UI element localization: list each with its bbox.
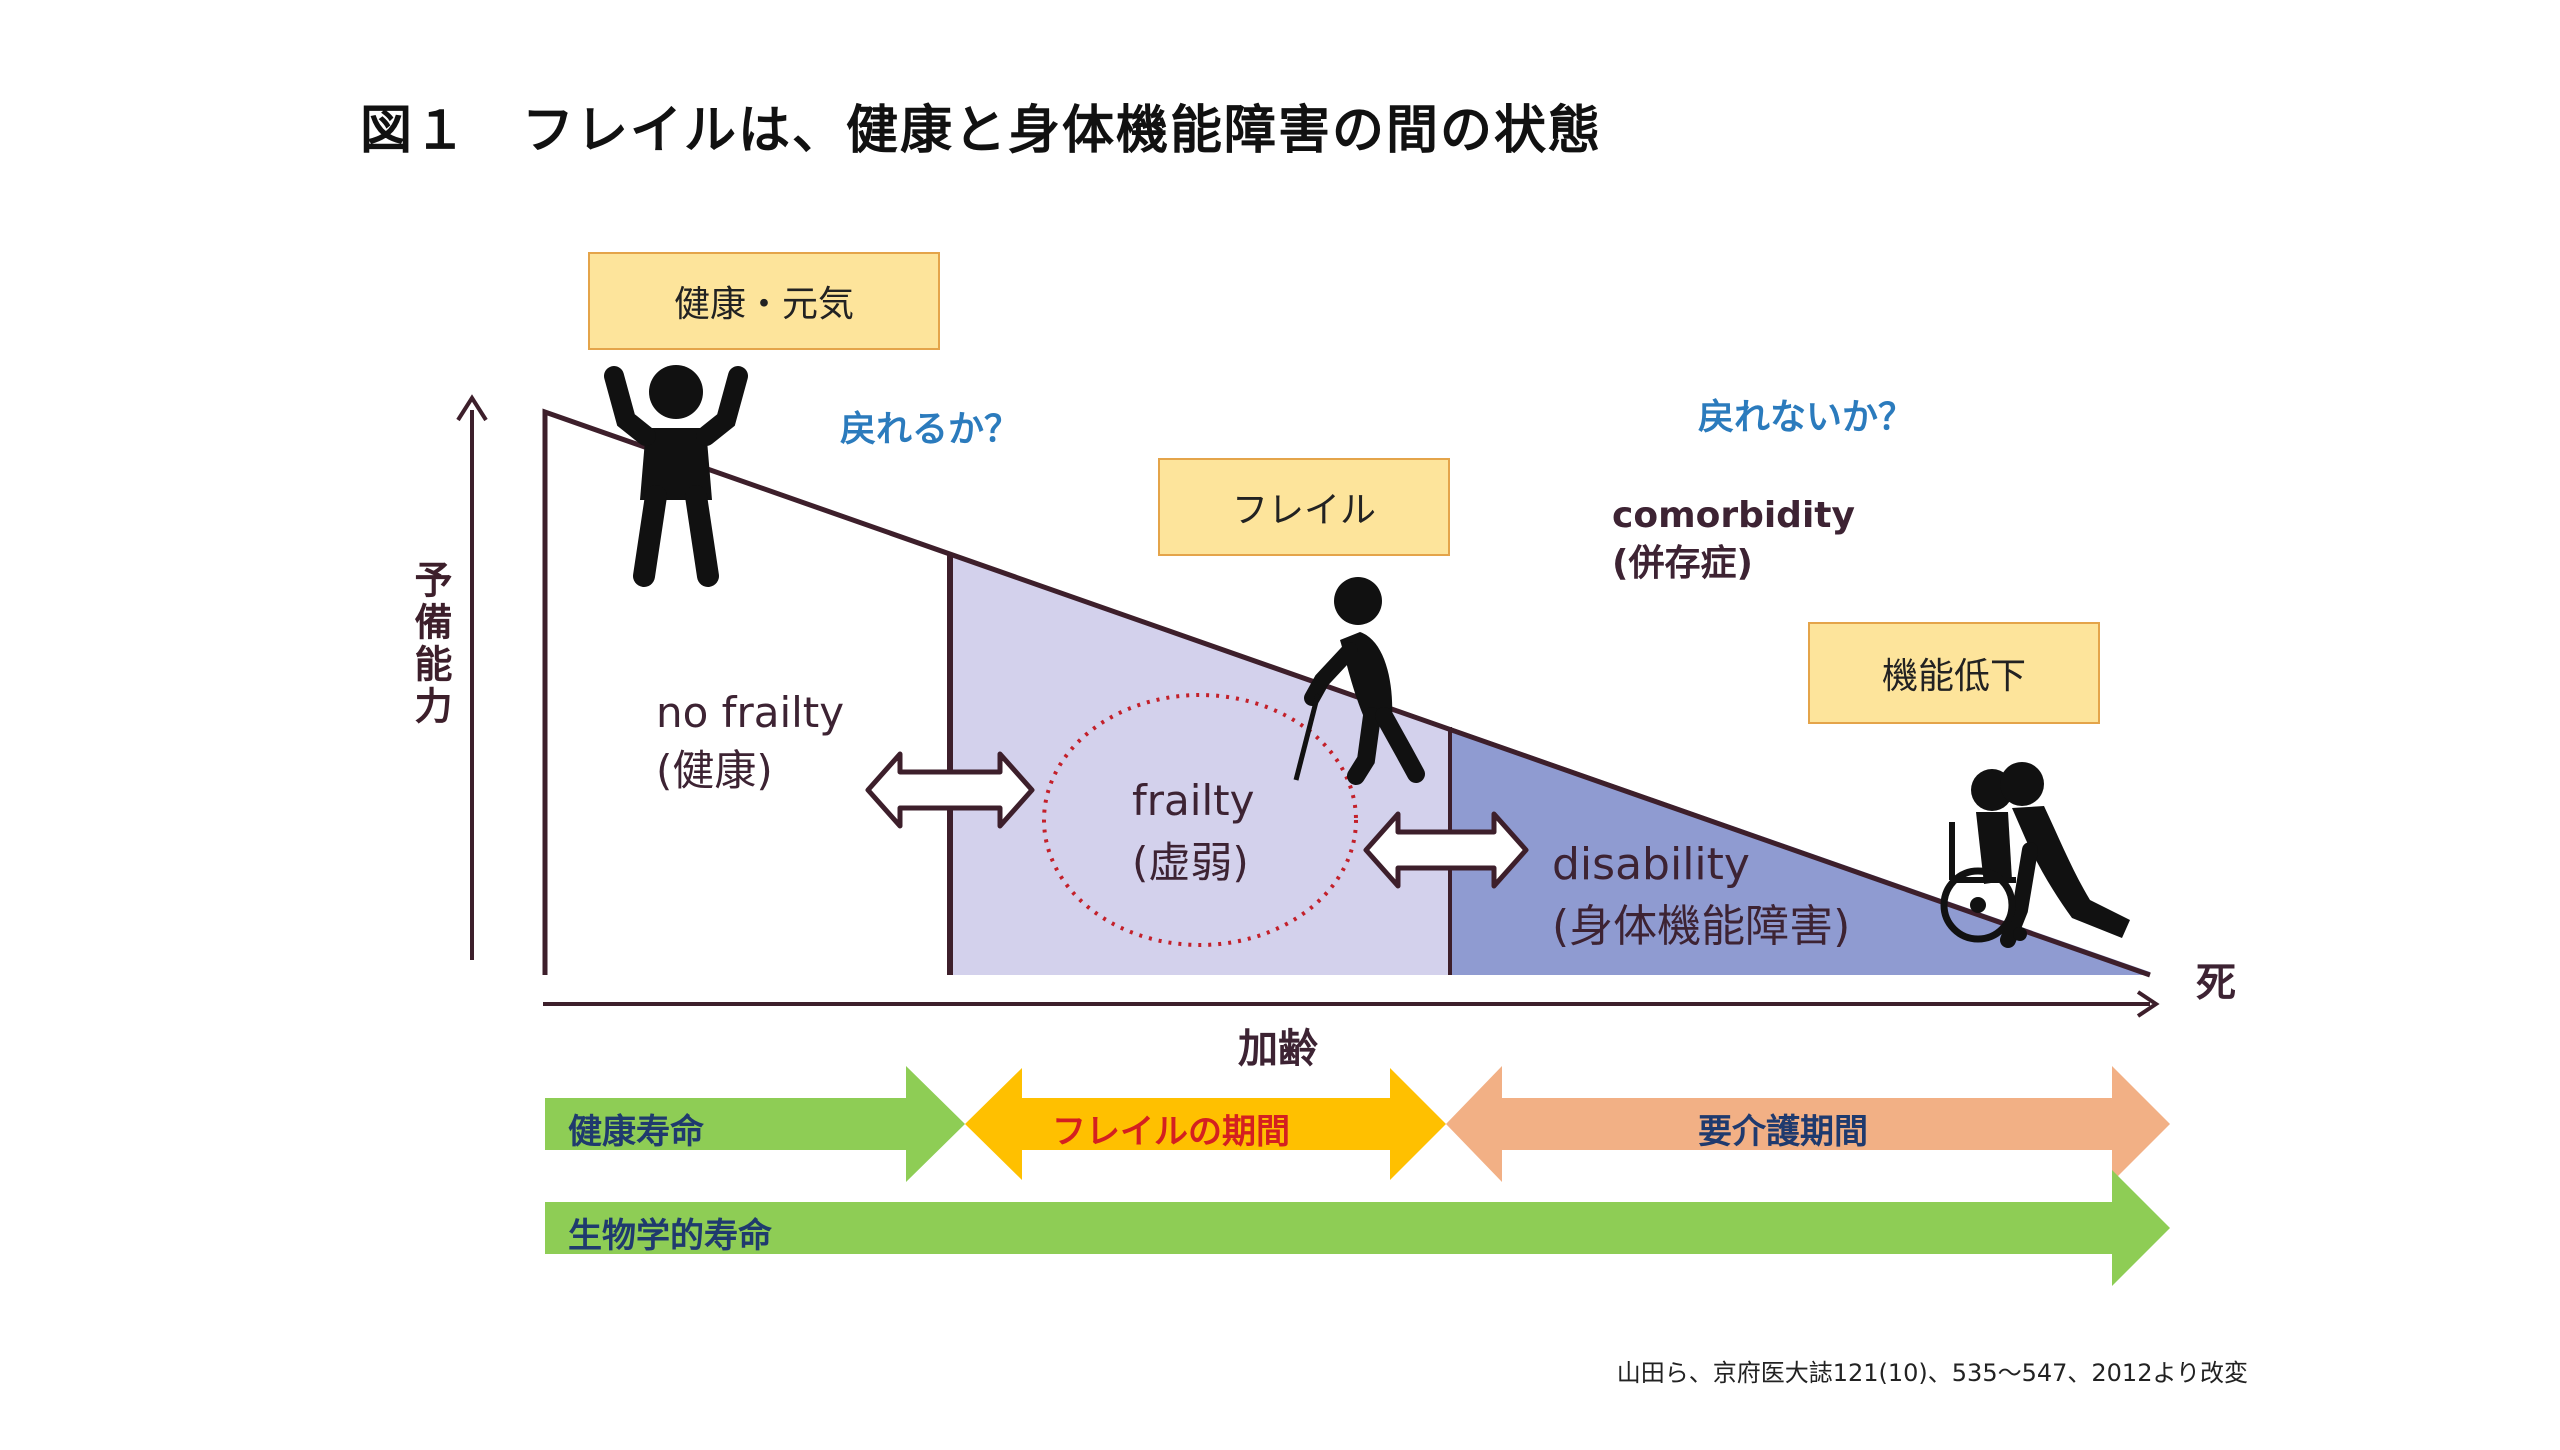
y-axis-label: 予備能力 (408, 560, 452, 728)
elderly-cane-person-icon (1293, 577, 1425, 785)
frailty-highlight-ellipse (1042, 693, 1358, 947)
no-frailty-en: no frailty (656, 688, 845, 737)
frailty-box-label: フレイル (1231, 490, 1376, 531)
zone-frailty-fill (950, 553, 1450, 975)
disability-label: disability (身体機能障害) (1552, 834, 1850, 958)
double-arrow-left-icon (865, 751, 1035, 829)
reserve-decline-line (542, 408, 2151, 978)
comorbidity-jp: (併存症) (1612, 543, 1753, 584)
frailty-period-bar (965, 1068, 1446, 1180)
no-frailty-jp: (健康) (656, 746, 773, 795)
double-arrow-right-icon (1363, 811, 1529, 889)
healthy-box: 健康・元気 (588, 252, 940, 350)
decline-box-label: 機能低下 (1881, 656, 2026, 697)
citation: 山田ら、京府医大誌121(10)、535〜547、2012より改変 (1616, 1359, 2248, 1387)
care-period-bar (1446, 1066, 2170, 1182)
x-axis-arrowhead (2136, 990, 2160, 1018)
wheelchair-caregiver-icon (1940, 762, 2130, 948)
frailty-box: フレイル (1158, 458, 1450, 556)
disability-en: disability (1552, 839, 1750, 890)
comorbidity-label: comorbidity (併存症) (1612, 492, 1855, 588)
no-frailty-label: no frailty (健康) (656, 684, 844, 800)
frailty-label: frailty (虚弱) (1132, 770, 1254, 894)
y-axis-arrowhead (456, 394, 488, 422)
healthy-person-icon (604, 365, 748, 587)
disability-jp: (身体機能障害) (1552, 901, 1851, 952)
healthy-box-label: 健康・元気 (673, 284, 854, 325)
decline-box: 機能低下 (1808, 622, 2100, 724)
care-period-label: 要介護期間 (1698, 1112, 1868, 1152)
frailty-jp: (虚弱) (1132, 838, 1249, 887)
healthy-lifespan-label: 健康寿命 (568, 1112, 704, 1152)
biological-lifespan-label: 生物学的寿命 (568, 1216, 772, 1256)
can-return-question: 戻れるか？ (840, 409, 1021, 450)
comorbidity-en: comorbidity (1612, 495, 1855, 536)
healthy-lifespan-bar (545, 1066, 965, 1182)
frailty-en: frailty (1132, 776, 1255, 825)
figure-title: 図１ フレイルは、健康と身体機能障害の間の状態 (360, 101, 1603, 161)
frailty-period-label: フレイルの期間 (1052, 1112, 1290, 1152)
x-axis-label: 加齢 (1238, 1026, 1318, 1072)
biological-lifespan-bar (545, 1170, 2170, 1286)
cannot-return-question: 戻れないか？ (1698, 397, 1915, 438)
death-label: 死 (2196, 960, 2236, 1006)
